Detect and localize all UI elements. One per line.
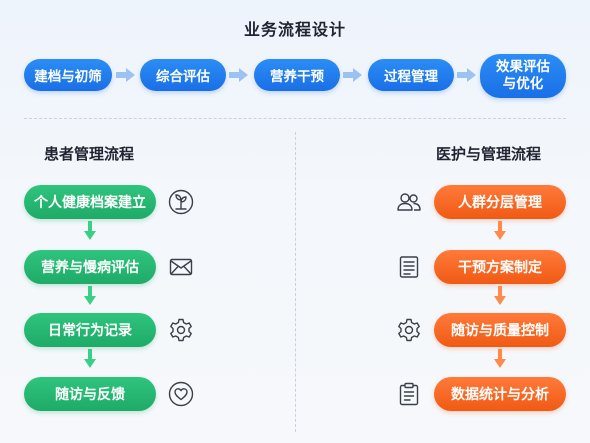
patient-step-1[interactable]: 个人健康档案建立 <box>24 185 156 219</box>
down-arrow-icon <box>494 349 506 368</box>
patient-step-label: 日常行为记录 <box>48 323 132 339</box>
flow-step-label: 综合评估 <box>156 69 210 85</box>
right-arrow-icon <box>343 68 362 82</box>
medical-step-label: 干预方案制定 <box>458 260 542 276</box>
flow-step-1[interactable]: 建档与初筛 <box>24 59 112 91</box>
gear-icon <box>398 318 420 342</box>
down-arrow-icon <box>84 349 96 368</box>
patient-step-label: 营养与慢病评估 <box>41 260 139 276</box>
flow-step-label-line1: 效果评估 <box>496 59 550 75</box>
envelope-icon <box>169 258 193 276</box>
patient-step-2[interactable]: 营养与慢病评估 <box>24 250 156 284</box>
medical-step-label: 数据统计与分析 <box>451 387 549 403</box>
vertical-divider <box>295 132 296 432</box>
down-arrow-icon <box>84 221 96 240</box>
page-title: 业务流程设计 <box>243 20 346 39</box>
medical-section-title: 医护与管理流程 <box>436 145 542 163</box>
right-arrow-icon <box>457 68 476 82</box>
right-arrow-icon <box>116 68 135 82</box>
medical-step-3[interactable]: 随访与质量控制 <box>434 313 566 347</box>
medical-step-2[interactable]: 干预方案制定 <box>434 250 566 284</box>
flow-step-label: 营养干预 <box>270 69 324 85</box>
medical-step-label: 随访与质量控制 <box>451 323 549 339</box>
down-arrow-icon <box>494 221 506 240</box>
patient-step-label: 随访与反馈 <box>55 387 125 403</box>
flow-step-label-line2: 与优化 <box>502 76 544 92</box>
gear-icon <box>170 318 192 342</box>
down-arrow-icon <box>494 286 506 305</box>
patient-step-label: 个人健康档案建立 <box>34 195 146 211</box>
patient-step-4[interactable]: 随访与反馈 <box>24 377 156 411</box>
medical-step-label: 人群分层管理 <box>458 195 542 211</box>
medical-step-1[interactable]: 人群分层管理 <box>434 185 566 219</box>
heart-icon <box>168 381 194 407</box>
business-flow: 建档与初筛 综合评估 营养干预 过程管理 效果评估 与优化 <box>0 54 590 102</box>
horizontal-divider <box>24 118 566 119</box>
right-arrow-icon <box>229 68 248 82</box>
flow-step-label: 过程管理 <box>384 69 438 85</box>
document-icon <box>399 256 419 278</box>
sprout-icon <box>168 189 194 215</box>
clipboard-icon <box>399 382 419 406</box>
patient-step-3[interactable]: 日常行为记录 <box>24 313 156 347</box>
medical-step-4[interactable]: 数据统计与分析 <box>434 377 566 411</box>
flow-step-4[interactable]: 过程管理 <box>368 59 454 91</box>
flow-step-2[interactable]: 综合评估 <box>140 59 226 91</box>
flow-step-3[interactable]: 营养干预 <box>254 59 340 91</box>
flow-step-label: 建档与初筛 <box>34 69 102 85</box>
users-icon <box>397 193 421 211</box>
patient-section-title: 患者管理流程 <box>44 145 135 163</box>
down-arrow-icon <box>84 286 96 305</box>
flow-step-5[interactable]: 效果评估 与优化 <box>480 54 566 98</box>
